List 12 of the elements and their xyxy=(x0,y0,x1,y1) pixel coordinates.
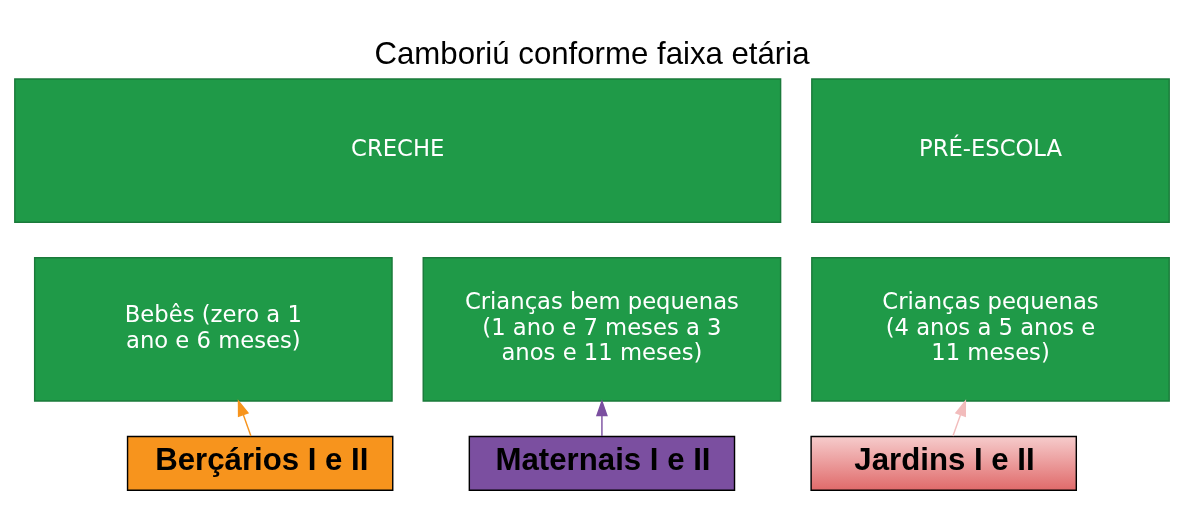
node-box: Maternais I e II xyxy=(468,435,736,492)
arrow xyxy=(237,399,252,437)
arrow xyxy=(595,399,608,437)
node-box: Bebês (zero a 1 ano e 6 meses) xyxy=(33,257,393,402)
node-box: Jardins I e II xyxy=(810,435,1077,492)
node-box: Crianças bem pequenas (1 ano e 7 meses a 3 anos e 11 meses) xyxy=(422,257,782,402)
node-box: CRECHE xyxy=(14,78,782,223)
node-box: Berçários I e II xyxy=(126,435,394,492)
diagram-title: Camboriú conforme faixa etária xyxy=(374,36,810,72)
node-box: Crianças pequenas (4 anos a 5 anos e 11 meses) xyxy=(811,257,1170,402)
node-box: PRÉ-ESCOLA xyxy=(811,78,1170,223)
arrow xyxy=(952,399,967,437)
